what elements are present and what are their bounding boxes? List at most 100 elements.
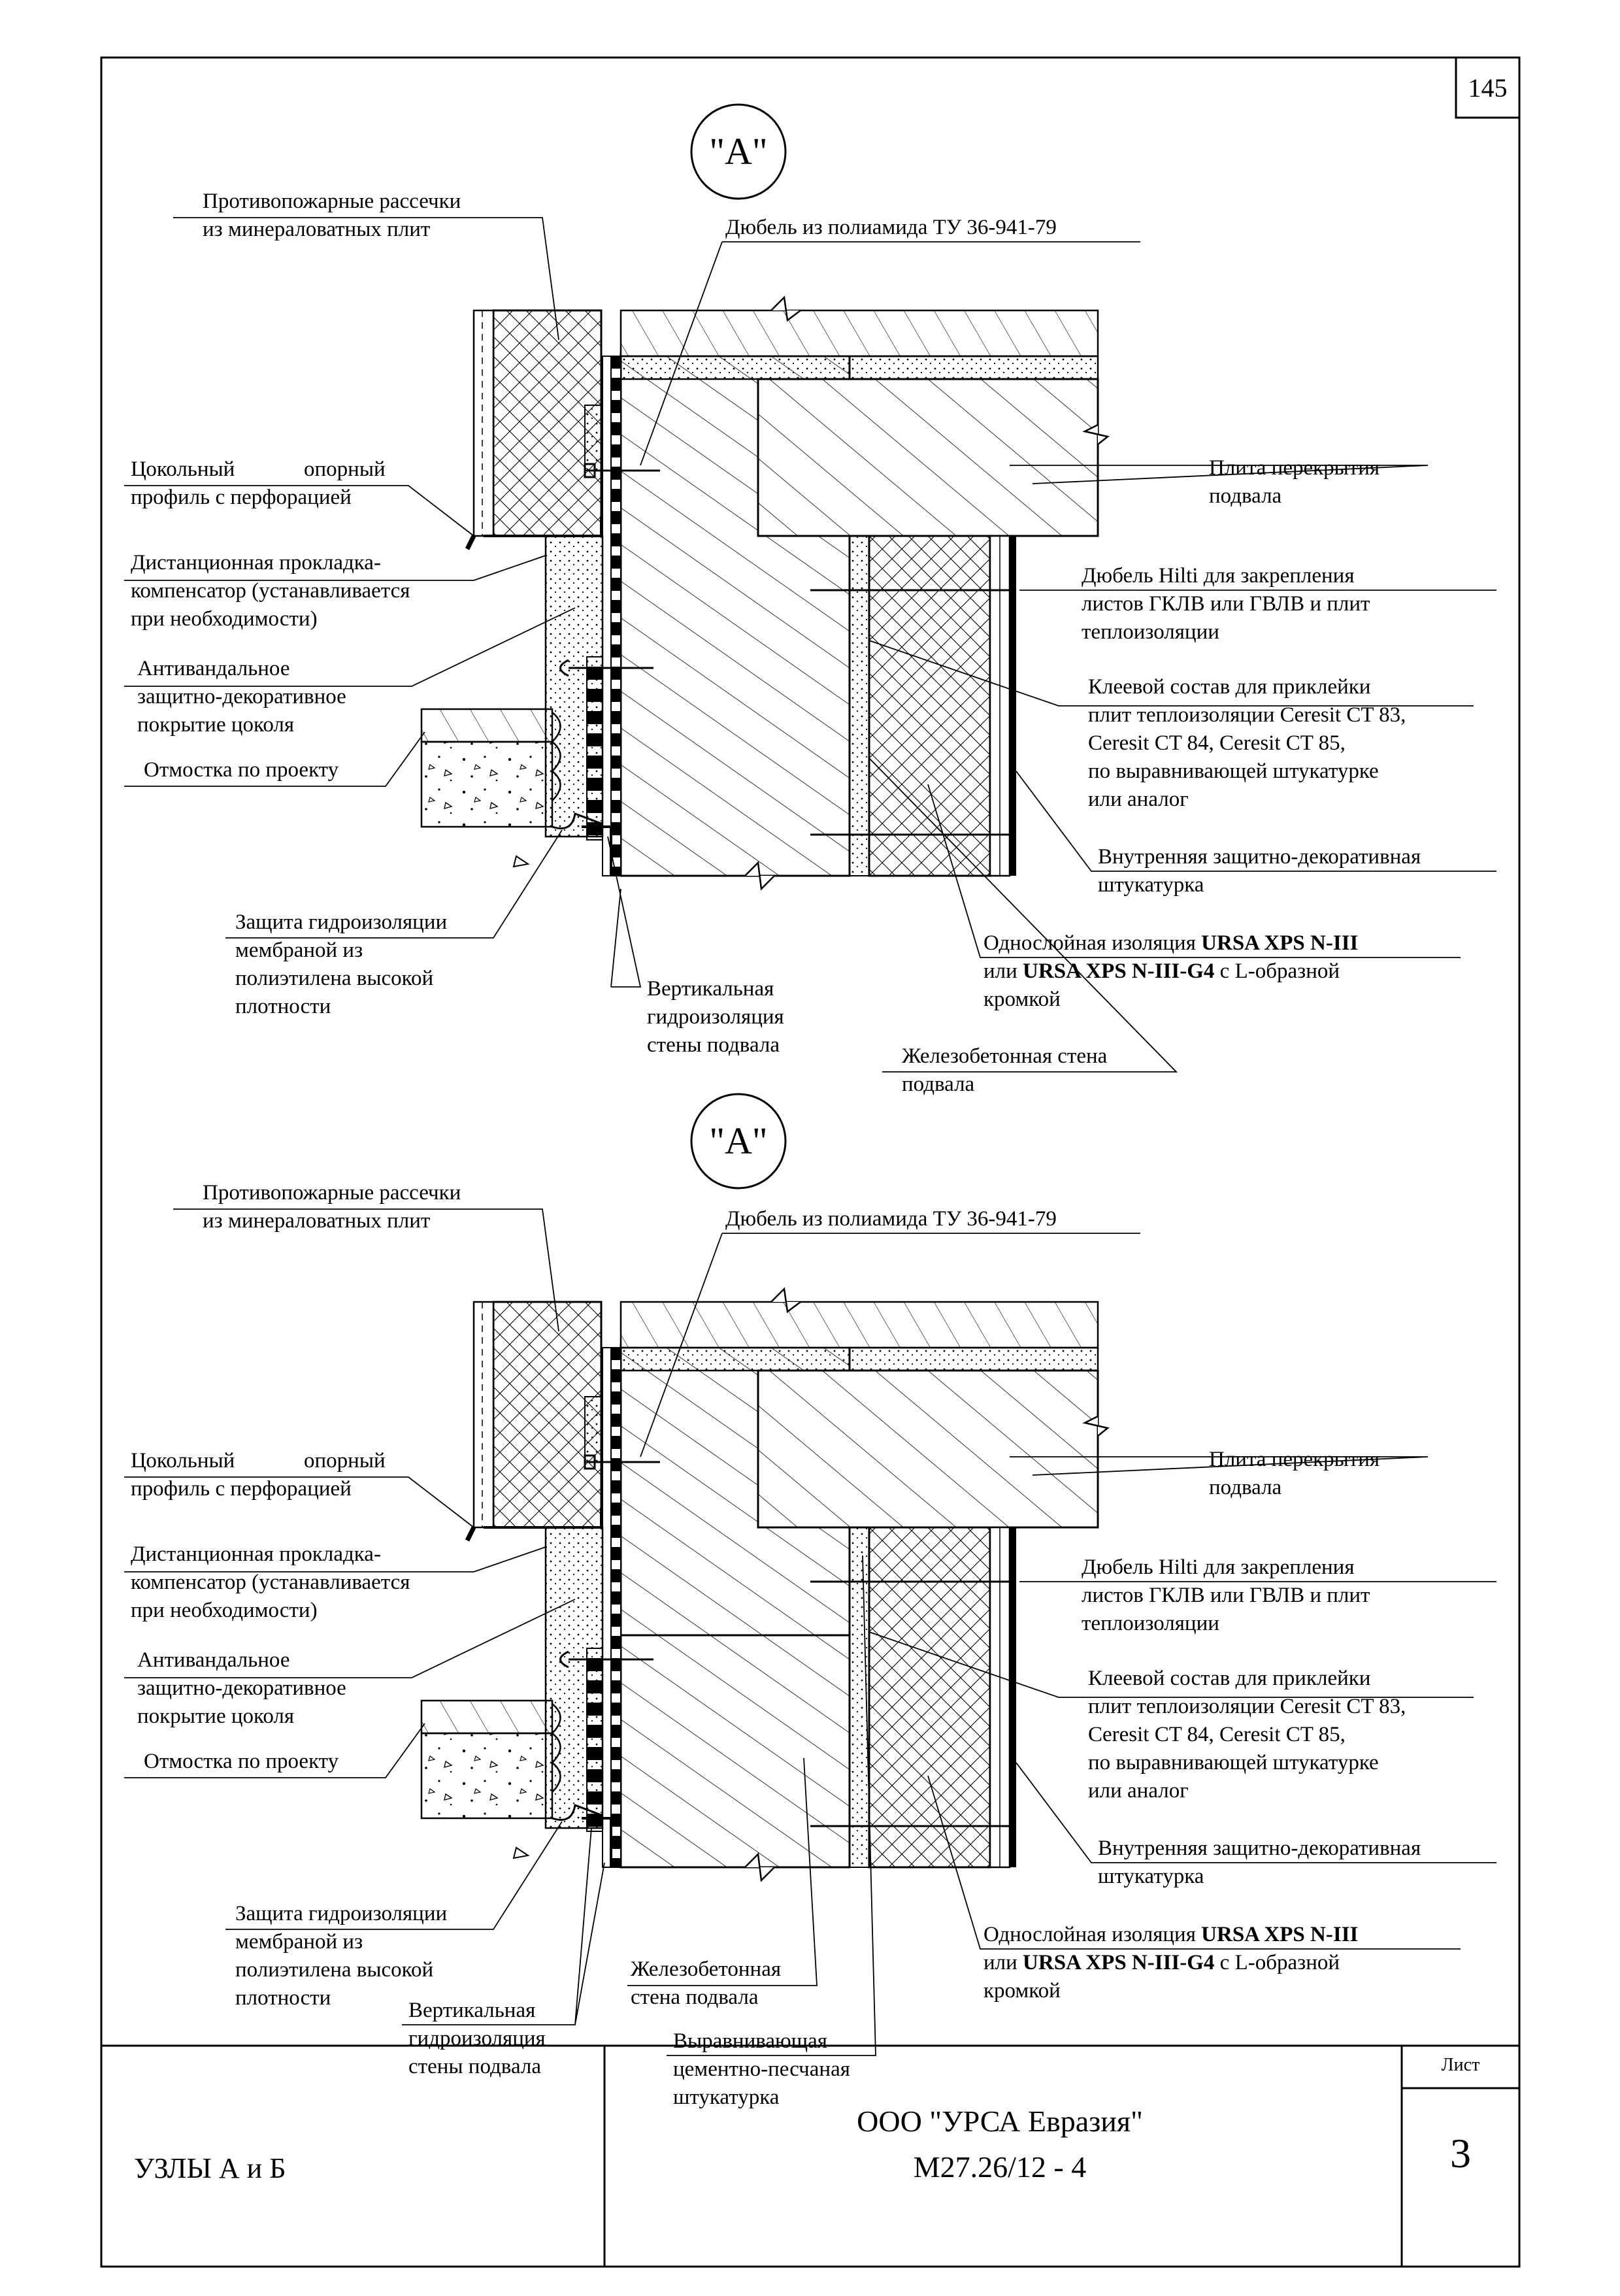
- label-slab: Плита перекрытия: [1209, 1448, 1380, 1471]
- label-slab: Плита перекрытия: [1209, 456, 1380, 480]
- label-membrane-2: мембраной из: [235, 939, 363, 962]
- label-antivandal-3: покрытие цоколя: [137, 1705, 295, 1728]
- label-insulation-3: кромкой: [984, 988, 1061, 1011]
- label-plinth-profile-b: опорный: [304, 1449, 386, 1472]
- label-glue-3: Ceresit CT 84, Ceresit CT 85,: [1088, 731, 1346, 755]
- stamp-code: М27.26/12 - 4: [913, 2150, 1087, 2184]
- label-vertical-waterproofing-3: стены подвала: [647, 1033, 780, 1057]
- detail-marker-top: "А": [709, 130, 768, 173]
- page-number-box: [1455, 56, 1521, 119]
- label-rc-wall-2: стена подвала: [631, 1986, 759, 2009]
- label-inner-plaster-2: штукатурка: [1098, 1865, 1204, 1888]
- label-plinth-profile-b: опорный: [304, 458, 386, 481]
- label-insulation: Однослойная изоляция URSA XPS N-III: [984, 1920, 1358, 1950]
- label-inner-plaster-2: штукатурка: [1098, 873, 1204, 897]
- label-leveling-plaster: Выравнивающая: [673, 2029, 827, 2053]
- label-vertical-waterproofing-2: гидроизоляция: [647, 1005, 784, 1029]
- stamp-organization: ООО "УРСА Евразия": [857, 2105, 1143, 2138]
- label-antivandal: Антивандальное: [137, 1648, 290, 1672]
- label-plinth-profile-2: профиль с перфорацией: [131, 486, 352, 509]
- stamp-title: УЗЛЫ А и Б: [134, 2152, 286, 2184]
- label-insulation-text-3: с L-образной: [1214, 1951, 1340, 1974]
- label-spacer: Дистанционная прокладка-: [131, 1542, 381, 1566]
- stamp-sheet-number: 3: [1450, 2130, 1471, 2176]
- label-insulation-product: URSA XPS N-III: [1201, 1923, 1359, 1946]
- label-glue-4: по выравнивающей штукатурке: [1088, 759, 1379, 783]
- label-antivandal: Антивандальное: [137, 657, 290, 680]
- label-insulation-text-3: с L-образной: [1214, 959, 1340, 983]
- detail-marker-bottom: "А": [709, 1120, 768, 1162]
- label-slab-2: подвала: [1209, 484, 1282, 508]
- label-hilti-dowel-3: теплоизоляции: [1082, 620, 1219, 644]
- label-insulation-2: или URSA XPS N-III-G4 с L-образной: [984, 1948, 1340, 1978]
- label-rc-wall-2: подвала: [902, 1073, 975, 1096]
- detail-marker-circle-top: [690, 103, 787, 200]
- label-dowel-polyamide: Дюбель из полиамида ТУ 36-941-79: [725, 216, 1057, 239]
- label-insulation: Однослойная изоляция URSA XPS N-III: [984, 928, 1358, 958]
- label-leveling-plaster-2: цементно-песчаная: [673, 2057, 850, 2081]
- label-vertical-waterproofing-3: стены подвала: [408, 2055, 541, 2078]
- label-antivandal-2: защитно-декоративное: [137, 685, 346, 708]
- label-membrane-2: мембраной из: [235, 1930, 363, 1954]
- label-hilti-dowel-3: теплоизоляции: [1082, 1612, 1219, 1635]
- label-insulation-text: Однослойная изоляция: [984, 931, 1202, 955]
- label-insulation-product-2: URSA XPS N-III-G4: [1023, 1951, 1215, 1974]
- label-insulation-text: Однослойная изоляция: [984, 1923, 1202, 1946]
- label-insulation-product: URSA XPS N-III: [1201, 931, 1359, 955]
- label-membrane-3: полиэтилена высокой: [235, 967, 434, 990]
- label-spacer-3: при необходимости): [131, 607, 318, 631]
- label-slab-2: подвала: [1209, 1476, 1282, 1499]
- label-plinth-profile-2: профиль с перфорацией: [131, 1477, 352, 1501]
- page-frame: [100, 56, 1521, 2268]
- label-membrane-4: плотности: [235, 995, 331, 1018]
- label-rc-wall: Железобетонная стена: [902, 1044, 1108, 1068]
- label-glue: Клеевой состав для приклейки: [1088, 1667, 1371, 1690]
- label-fire-breaks-2: из минераловатных плит: [203, 218, 431, 241]
- label-insulation-text-2: или: [984, 959, 1023, 983]
- label-glue-5: или аналог: [1088, 1779, 1189, 1803]
- label-glue-2: плит теплоизоляции Ceresit CT 83,: [1088, 1695, 1406, 1718]
- label-vertical-waterproofing: Вертикальная: [647, 977, 774, 1001]
- label-spacer-2: компенсатор (устанавливается: [131, 579, 410, 603]
- label-membrane: Защита гидроизоляции: [235, 1902, 448, 1925]
- label-glue: Клеевой состав для приклейки: [1088, 675, 1371, 699]
- label-inner-plaster: Внутренняя защитно-декоративная: [1098, 845, 1421, 869]
- leaders-bottom: [124, 1208, 1496, 2056]
- label-insulation-3: кромкой: [984, 1979, 1061, 2003]
- label-hilti-dowel: Дюбель Hilti для закрепления: [1082, 564, 1355, 588]
- label-blind-area: Отмостка по проекту: [144, 758, 339, 782]
- label-hilti-dowel-2: листов ГКЛВ или ГВЛВ и плит: [1082, 592, 1370, 616]
- label-spacer-3: при необходимости): [131, 1599, 318, 1622]
- label-fire-breaks: Противопожарные рассечки: [203, 190, 461, 213]
- label-vertical-waterproofing: Вертикальная: [408, 1999, 536, 2022]
- label-glue-4: по выравнивающей штукатурке: [1088, 1751, 1379, 1774]
- label-antivandal-2: защитно-декоративное: [137, 1676, 346, 1700]
- label-leveling-plaster-3: штукатурка: [673, 2086, 780, 2109]
- detail-top-drawing: [422, 297, 1108, 889]
- label-vertical-waterproofing-2: гидроизоляция: [408, 2027, 546, 2050]
- label-hilti-dowel: Дюбель Hilti для закрепления: [1082, 1556, 1355, 1579]
- label-plinth-profile-a: Цокольный: [131, 458, 235, 481]
- label-membrane: Защита гидроизоляции: [235, 910, 448, 934]
- detail-bottom-drawing: [422, 1289, 1108, 1880]
- label-fire-breaks-2: из минераловатных плит: [203, 1209, 431, 1233]
- label-hilti-dowel-2: листов ГКЛВ или ГВЛВ и плит: [1082, 1584, 1370, 1607]
- label-spacer-2: компенсатор (устанавливается: [131, 1571, 410, 1594]
- label-insulation-2: или URSA XPS N-III-G4 с L-образной: [984, 956, 1340, 986]
- label-antivandal-3: покрытие цоколя: [137, 713, 295, 737]
- label-spacer: Дистанционная прокладка-: [131, 551, 381, 574]
- label-plinth-profile-a: Цокольный: [131, 1449, 235, 1472]
- label-dowel-polyamide: Дюбель из полиамида ТУ 36-941-79: [725, 1207, 1057, 1231]
- page-number: 145: [1468, 73, 1508, 103]
- leaders-top: [124, 217, 1496, 1073]
- label-membrane-4: плотности: [235, 1986, 331, 2010]
- label-rc-wall: Железобетонная: [631, 1957, 782, 1981]
- label-glue-3: Ceresit CT 84, Ceresit CT 85,: [1088, 1723, 1346, 1746]
- stamp-sheet-label: Лист: [1441, 2055, 1480, 2075]
- label-inner-plaster: Внутренняя защитно-декоративная: [1098, 1837, 1421, 1860]
- detail-marker-circle-bottom: [690, 1093, 787, 1190]
- label-insulation-product-2: URSA XPS N-III-G4: [1023, 959, 1215, 983]
- label-blind-area: Отмостка по проекту: [144, 1750, 339, 1773]
